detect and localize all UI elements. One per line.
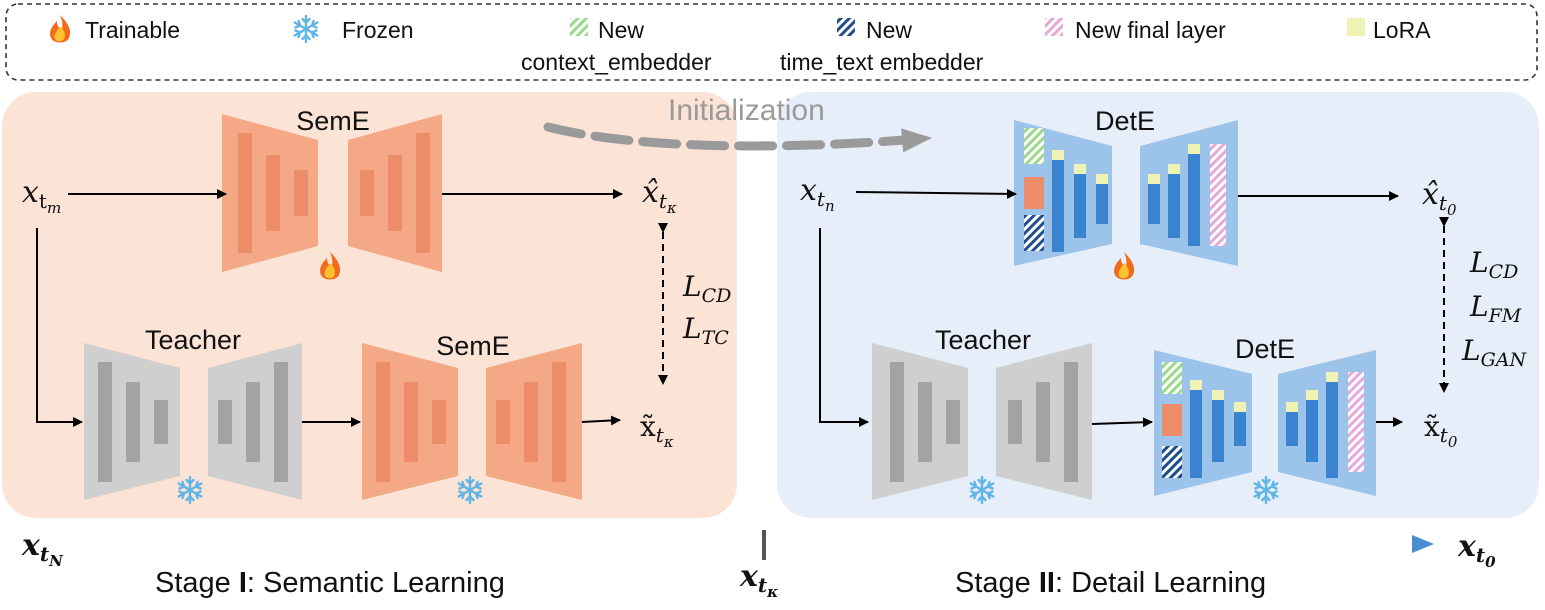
stage1-caption: Stage I: Semantic Learning [155,567,505,599]
stage1-bottom-output-arrow [581,415,621,426]
stage2-loss-3: LGAN [1461,334,1527,371]
seme-top-title: SemE [296,106,370,136]
timeline-start-label: xtN [21,528,64,570]
timeline-mid-label: xtκ [739,559,778,601]
final-layer-swatch [1045,18,1063,36]
legend-frozen-label: Frozen [342,17,414,43]
stage1-top-output-label: x̂tκ [642,175,677,217]
stage2-top-output-label: x̂t0 [1422,177,1457,219]
stage2-bottom-output-label: x̃t0 [1424,410,1458,451]
stage2: DetE xtn x̂t0 LCD LFM LGAN Teacher [800,106,1527,505]
stage2-branch-arrow [819,228,869,427]
stage2-caption: Stage II: Detail Learning [955,567,1266,599]
stage2-loss-1: LCD [1469,246,1518,283]
legend-lora-label: LoRA [1373,17,1431,43]
seme-bottom-block: SemE [362,331,582,505]
stage2-teacher-to-dete-arrow [1091,417,1153,428]
timeline: xtN xtκ xt0 Stage I: Semantic Learning S… [21,528,1496,601]
legend-time-line1: New [866,17,912,43]
legend-final-layer-label: New final layer [1075,17,1226,43]
dete-bottom-title: DetE [1235,334,1295,364]
legend-context-line1: New [598,17,644,43]
stage2-teacher-block: Teacher [872,325,1092,505]
stage2-teacher-title: Teacher [935,325,1031,355]
stage1-teacher-block: Teacher [84,325,302,505]
dete-top-title: DetE [1095,106,1155,136]
stage2-input-label: xtn [800,173,835,215]
lora-swatch [1347,18,1365,36]
time-embedder-swatch [837,18,855,36]
stage1-loss-2: LTC [682,312,729,349]
context-embedder-bar [1162,362,1182,394]
time-embedder-bar [1024,215,1044,251]
stage1-branch-arrow [36,228,83,427]
seme-top-block: SemE [222,106,442,280]
legend-time-line2: time_text embedder [780,49,984,75]
time-embedder-bar [1162,446,1182,478]
stage2-input-arrow [855,188,1017,199]
legend-border [5,3,1538,81]
context-embedder-bar [1024,128,1044,164]
final-layer-bar [1210,144,1226,246]
dete-bottom-block: DetE [1154,334,1376,505]
seme-bottom-title: SemE [436,331,510,361]
timeline-end-label: xt0 [1457,529,1496,571]
initialization-label: Initialization [668,94,825,127]
legend-trainable-label: Trainable [85,17,180,43]
stage1-input-label: xtm [22,175,61,217]
stage2-loss-2: LFM [1469,290,1522,327]
stage1-teacher-title: Teacher [145,325,241,355]
stage1-loss-1: LCD [682,270,731,307]
legend-context-line2: context_embedder [521,49,712,75]
legend: Trainable Frozen New context_embedder Ne… [5,3,1538,81]
final-layer-bar [1348,372,1364,472]
stage1: SemE xtm x̂tκ LCD LTC Teacher [22,106,731,505]
dete-top-block: DetE [1014,106,1238,280]
initialization-arrow: Initialization [543,94,935,153]
stage1-bottom-output-label: x̃tκ [640,410,674,451]
context-embedder-swatch [570,18,588,36]
